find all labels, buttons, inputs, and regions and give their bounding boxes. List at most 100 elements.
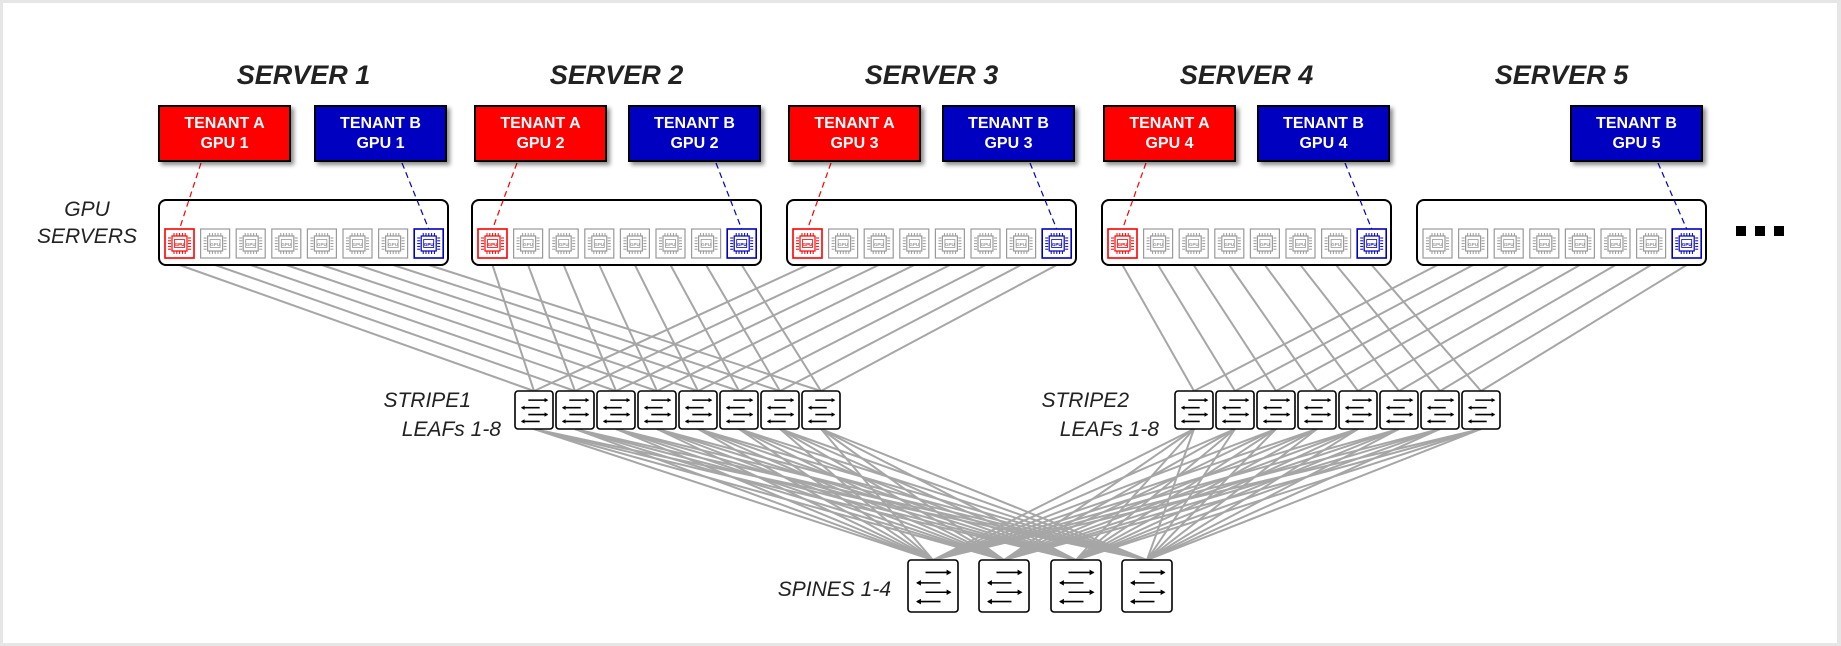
gpu-leaf-cable	[527, 264, 576, 392]
gpu-chip-icon[interactable]: GPU	[1529, 228, 1560, 259]
gpu-chip-icon[interactable]: GPU	[899, 228, 930, 259]
gpu-leaf-cable	[357, 264, 740, 392]
stripe1-leaf-6-switch-icon[interactable]	[719, 390, 759, 430]
gpu-leaf-cable	[392, 264, 781, 392]
gpu-chip-icon[interactable]: GPU	[863, 228, 894, 259]
gpu-chip-icon[interactable]: GPU	[584, 228, 615, 259]
gpu-chip-icon[interactable]: GPU	[726, 228, 758, 259]
gpu-chip-icon[interactable]: GPU	[970, 228, 1001, 259]
stripe2-leaf-8-switch-icon[interactable]	[1461, 390, 1501, 430]
stripe1-leaf-2-switch-icon[interactable]	[555, 390, 595, 430]
gpu-chip-icon[interactable]: GPU	[1320, 228, 1352, 259]
spine-3-switch-icon[interactable]	[1050, 559, 1102, 613]
gpu-chip-icon[interactable]: GPU	[1214, 228, 1245, 259]
gpu-leaf-cable	[428, 264, 822, 392]
tenant-gpu-link	[806, 162, 832, 230]
stripe1-leaf-7-switch-icon[interactable]	[760, 390, 800, 430]
leaf-spine-cable	[820, 428, 1005, 561]
tenant-gpu-label: GPU 5	[1612, 135, 1660, 152]
spine-4-switch-icon[interactable]	[1121, 559, 1173, 613]
stripe2-leaf-7-switch-icon[interactable]	[1420, 390, 1460, 430]
server-chassis[interactable]	[471, 199, 762, 266]
leaf-spine-cable	[697, 428, 1005, 561]
gpu-chip-icon[interactable]: GPU	[1041, 228, 1072, 259]
tenant-gpu-label: GPU 4	[1299, 135, 1347, 152]
gpu-chip-icon[interactable]: GPU	[271, 228, 302, 259]
leaf-spine-cable	[1003, 428, 1236, 561]
gpu-chip-icon[interactable]: GPU	[1178, 228, 1209, 259]
gpu-chip-icon[interactable]: GPU	[619, 228, 651, 259]
gpu-chip-icon[interactable]: GPU	[827, 228, 859, 259]
spine-2-switch-icon[interactable]	[978, 559, 1030, 613]
gpu-chip-icon[interactable]: GPU	[548, 228, 579, 259]
tenant-gpu-link	[1029, 162, 1058, 230]
stripe2-leaf-4-switch-icon[interactable]	[1297, 390, 1337, 430]
gpu-chip-icon[interactable]: GPU	[342, 228, 373, 259]
leaf-spine-cable	[738, 428, 1005, 561]
server-chassis[interactable]	[158, 199, 449, 266]
server-chassis[interactable]	[1101, 199, 1392, 266]
stripe2-leaf-2-switch-icon[interactable]	[1215, 390, 1255, 430]
gpu-chip-icon[interactable]: GPU	[200, 228, 231, 259]
gpu-chip-icon[interactable]: GPU	[306, 228, 337, 259]
gpu-chip-icon[interactable]: GPU	[477, 228, 508, 259]
gpu-chip-icon[interactable]: GPU	[934, 228, 966, 259]
gpu-chip-icon[interactable]: GPU	[690, 228, 722, 259]
gpu-chip-icon[interactable]: GPU	[1005, 228, 1037, 259]
stripe1-leaf-1-switch-icon[interactable]	[514, 390, 554, 430]
gpu-chip-icon[interactable]: GPU	[1249, 228, 1281, 259]
stripe1-leaf-8-switch-icon[interactable]	[801, 390, 841, 430]
gpu-chip-icon[interactable]: GPU	[164, 228, 195, 259]
gpu-chip-icon[interactable]: GPU	[1285, 228, 1316, 259]
leaf-spine-cables	[533, 428, 1482, 561]
gpu-chip-icon[interactable]: GPU	[1493, 228, 1524, 259]
gpu-chip-icon[interactable]: GPU	[655, 228, 686, 259]
spine-1-switch-icon[interactable]	[907, 559, 959, 613]
gpu-chip-icon[interactable]: GPU	[513, 228, 544, 259]
gpu-chip-label: GPU	[838, 242, 848, 247]
stripe1-leaf-4-switch-icon[interactable]	[637, 390, 677, 430]
gpu-leaf-cable	[1275, 264, 1510, 392]
gpu-leaf-cable	[562, 264, 617, 392]
gpu-chip-icon[interactable]: GPU	[1564, 228, 1596, 259]
gpu-chip-icon[interactable]: GPU	[1356, 228, 1387, 259]
stripe1-leaf-3-switch-icon[interactable]	[596, 390, 636, 430]
gpu-chip-icon[interactable]: GPU	[792, 228, 823, 259]
gpu-chip-label: GPU	[594, 242, 604, 247]
stripe1-leaf-5-switch-icon[interactable]	[678, 390, 718, 430]
tenant-gpu-link	[401, 162, 430, 230]
server-chassis[interactable]	[1416, 199, 1707, 266]
gpu-chip-icon[interactable]: GPU	[1422, 228, 1453, 259]
server-chassis[interactable]	[786, 199, 1077, 266]
leaf-spine-cable	[932, 428, 1318, 561]
stripe2-leaf-5-switch-icon[interactable]	[1338, 390, 1378, 430]
gpu-leaf-cable	[634, 264, 699, 392]
stripe2-leaf-6-switch-icon[interactable]	[1379, 390, 1419, 430]
stripe2-leaf-3-switch-icon[interactable]	[1256, 390, 1296, 430]
gpu-chip-icon[interactable]: GPU	[1142, 228, 1174, 259]
gpu-chip-icon[interactable]: GPU	[378, 228, 409, 259]
stripe2-leaf-1-switch-icon[interactable]	[1174, 390, 1214, 430]
tenant-name: TENANT A	[814, 115, 895, 132]
gpu-chip-label: GPU	[1118, 242, 1128, 247]
gpu-chip-icon[interactable]: GPU	[235, 228, 266, 259]
gpu-chip-icon[interactable]: GPU	[1671, 228, 1702, 259]
gpu-chip-icon[interactable]: GPU	[413, 228, 445, 259]
gpu-chip-icon[interactable]: GPU	[1635, 228, 1667, 259]
gpu-chip-icon[interactable]: GPU	[1107, 228, 1138, 259]
gpu-chip-icon[interactable]: GPU	[1600, 228, 1631, 259]
gpu-leaf-cable	[1264, 264, 1359, 392]
gpu-chip-icon[interactable]: GPU	[1457, 228, 1489, 259]
gpu-leaf-cable	[491, 264, 535, 392]
